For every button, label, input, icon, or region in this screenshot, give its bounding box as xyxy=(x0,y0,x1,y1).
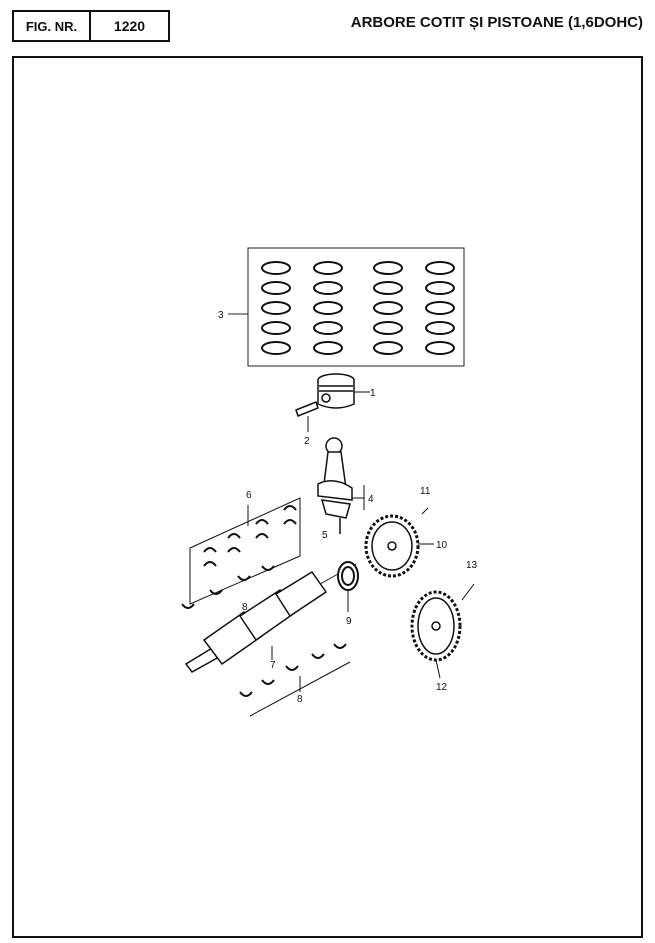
piston-ring xyxy=(373,301,403,315)
piston-ring xyxy=(425,301,455,315)
piston-ring xyxy=(425,261,455,275)
connecting-rod xyxy=(317,437,365,534)
figure-number: 1220 xyxy=(113,18,146,34)
callout-13: 13 xyxy=(466,560,478,571)
figure-label: FIG. NR. xyxy=(14,12,91,40)
callout-8-lower: 8 xyxy=(297,694,303,705)
piston-ring xyxy=(373,321,403,335)
piston-ring xyxy=(261,341,291,355)
piston-ring xyxy=(313,261,343,275)
upper-bearing-shells xyxy=(189,497,301,605)
callout-7: 7 xyxy=(270,660,276,671)
callout-10: 10 xyxy=(436,540,448,551)
page-title: ARBORE COTIT ȘI PISTOANE (1,6DOHC) xyxy=(350,14,643,31)
piston-ring xyxy=(261,321,291,335)
piston-ring xyxy=(373,341,403,355)
callout-11: 11 xyxy=(420,486,431,497)
diagram-frame xyxy=(12,56,643,938)
piston-ring xyxy=(425,321,455,335)
drive-plate xyxy=(410,583,475,679)
piston-ring xyxy=(261,261,291,275)
piston-ring xyxy=(313,321,343,335)
piston-ring xyxy=(313,341,343,355)
piston-ring xyxy=(425,341,455,355)
flywheel xyxy=(364,507,434,578)
callout-5: 5 xyxy=(322,530,328,541)
callout-1: 1 xyxy=(370,388,376,399)
callout-9: 9 xyxy=(346,616,352,627)
callout-labels: 1 2 3 4 5 6 7 8 8 9 10 11 12 13 xyxy=(218,310,478,705)
piston-ring xyxy=(261,281,291,295)
callout-6: 6 xyxy=(246,490,252,501)
callout-4: 4 xyxy=(368,494,374,505)
figure-number-box: FIG. NR. 1220 xyxy=(12,10,170,42)
piston-ring-set xyxy=(228,247,465,367)
oil-seal xyxy=(337,561,359,612)
piston-ring xyxy=(313,301,343,315)
crankshaft xyxy=(184,563,357,673)
piston xyxy=(317,373,370,409)
piston-ring xyxy=(313,281,343,295)
piston-ring xyxy=(373,281,403,295)
piston-ring xyxy=(373,261,403,275)
piston-pin xyxy=(295,401,319,432)
lower-bearing-shells xyxy=(181,565,351,717)
piston-ring xyxy=(261,301,291,315)
piston-ring xyxy=(425,281,455,295)
callout-3: 3 xyxy=(218,310,224,321)
callout-2: 2 xyxy=(304,436,310,447)
callout-12: 12 xyxy=(436,682,448,693)
callout-8-upper: 8 xyxy=(242,602,248,613)
